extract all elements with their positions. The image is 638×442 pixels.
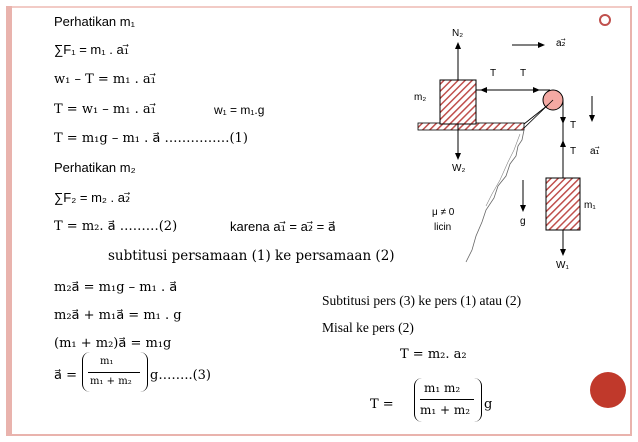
- label-n2: N₂: [452, 28, 464, 39]
- arrow-t-up-head: [560, 140, 566, 147]
- arrow-n2-head: [455, 42, 461, 49]
- arrow-g-head: [520, 205, 526, 212]
- eq-3-denominator: m₁ + m₂: [90, 376, 132, 387]
- arrow-t-right-head: [533, 87, 540, 93]
- label-t-down1: T: [570, 120, 577, 131]
- eq-karena: karena a₁⃗ = a₂⃗ = a⃗: [230, 219, 336, 234]
- label-licin: licin: [434, 222, 452, 233]
- frame-left-border: [6, 6, 12, 436]
- label-t-left: T: [490, 68, 497, 79]
- eq-final-fraction-bar: [420, 399, 474, 400]
- eq-3-rhs: g……..(3): [150, 368, 212, 383]
- eq-3-fraction-bar: [88, 372, 140, 373]
- label-mu: μ ≠ 0: [432, 207, 455, 218]
- eq-w1-minus-t: w₁ – T = m₁ . a₁⃗: [54, 72, 156, 87]
- label-g: g: [520, 216, 526, 227]
- eq-final-denominator: m₁ + m₂: [420, 403, 471, 417]
- frame-top-border: [6, 6, 632, 8]
- frame-right-border: [630, 6, 632, 436]
- label-a2: a₂⃗: [556, 38, 566, 49]
- eq-perhatikan-m1: Perhatikan m₁: [54, 14, 135, 29]
- eq-w1-def: w₁ = m₁.g: [214, 103, 265, 117]
- block-m2: [439, 79, 477, 125]
- frame-bottom-border: [6, 434, 632, 436]
- slide-decoration-circle: [590, 372, 626, 408]
- arrow-w2-head: [455, 153, 461, 160]
- eq-3-paren: [82, 352, 148, 392]
- eq-3-lhs: a⃗ =: [54, 368, 77, 383]
- label-m1: m₁: [584, 200, 596, 211]
- eq-sum-f2: ∑F₂ = m₂ . a₂⃗: [54, 190, 131, 205]
- arrow-t-left-head: [480, 87, 487, 93]
- eq-subtitusi: subtitusi persamaan (1) ke persamaan (2): [108, 248, 395, 264]
- eq-t-m2a2: T = m₂. a₂: [400, 347, 467, 362]
- eq-final-paren: [414, 378, 482, 422]
- pulley-mount-2: [523, 99, 554, 129]
- eq-2: T = m₂. a⃗ ………(2): [54, 219, 178, 234]
- text-subtitusi-pers: Subtitusi pers (3) ke pers (1) atau (2): [322, 293, 522, 308]
- eq-3-numerator: m₁: [100, 356, 114, 367]
- arrow-t-down-head: [560, 117, 566, 124]
- label-w2: W₂: [452, 163, 466, 174]
- eq-sum-f1: ∑F₁ = m₁ . a₁⃗: [54, 42, 129, 57]
- eq-1: T = m₁g – m₁ . a⃗ ……………(1): [54, 131, 248, 146]
- eq-m2a: m₂a⃗ = m₁g – m₁ . a⃗: [54, 280, 178, 295]
- label-a1: a₁⃗: [590, 146, 600, 157]
- arrow-w1-head: [560, 249, 566, 256]
- eq-final-rhs: g: [484, 397, 493, 412]
- cliff-edge: [465, 129, 525, 263]
- text-misal: Misal ke pers (2): [322, 320, 414, 335]
- eq-sum-mass: (m₁ + m₂)a⃗ = m₁g: [54, 336, 172, 351]
- eq-t-equals-w1: T = w₁ – m₁ . a₁⃗: [54, 102, 156, 117]
- eq-perhatikan-m2: Perhatikan m₂: [54, 160, 136, 175]
- block-m1: [545, 177, 581, 231]
- arrow-a2-head: [538, 42, 545, 48]
- label-m2: m₂: [414, 92, 427, 103]
- cliff-edge-shade: [485, 133, 521, 207]
- label-t-down2: T: [570, 146, 577, 157]
- eq-m2a-plus-m1a: m₂a⃗ + m₁a⃗ = m₁ . g: [54, 308, 182, 323]
- arrow-a1-head: [589, 115, 595, 122]
- label-w1: W₁: [556, 260, 569, 271]
- eq-final-numerator: m₁ m₂: [424, 381, 461, 395]
- label-t-right: T: [520, 68, 527, 79]
- eq-final-lhs: T =: [370, 397, 394, 412]
- slide-decoration-ring: [599, 14, 611, 26]
